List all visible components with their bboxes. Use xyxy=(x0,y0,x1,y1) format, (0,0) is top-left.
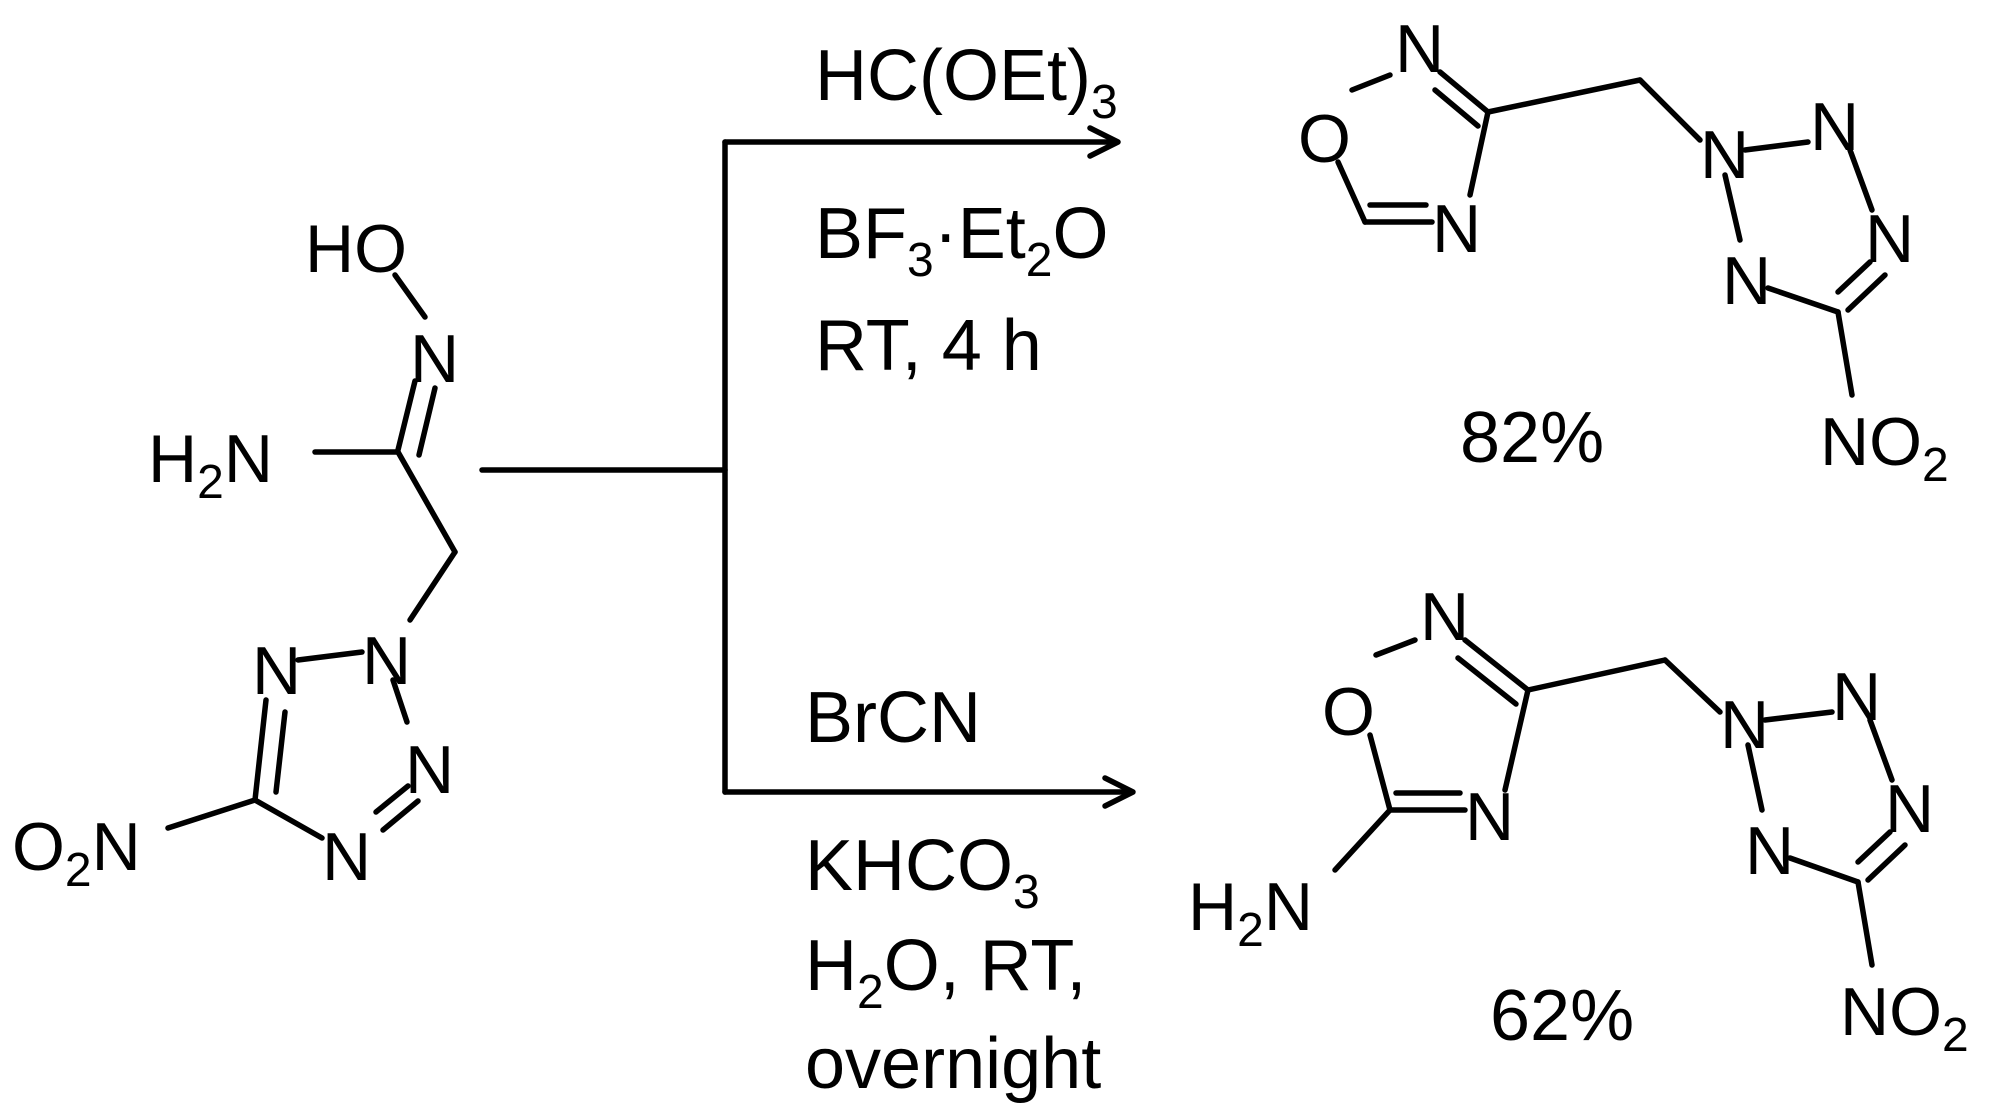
product-bottom-aminooxadiazole: O N N H2N N N N N NO2 62% xyxy=(1188,579,1969,1062)
bond-o-n2 xyxy=(1349,72,1393,93)
bond-tz-c-n4 xyxy=(1787,855,1861,885)
bond-c5-o xyxy=(1367,732,1393,813)
bond-ch2-tz xyxy=(1637,77,1703,143)
atom-ho: HO xyxy=(305,211,407,287)
arrowhead-bottom xyxy=(1102,775,1136,809)
atom-ox-o: O xyxy=(1298,101,1351,177)
atom-tz-n3: N xyxy=(1865,201,1914,277)
yield-bottom: 62% xyxy=(1490,976,1634,1056)
bond-tz-c-n4 xyxy=(1765,285,1841,315)
conditions-bottom-line2: overnight xyxy=(805,1024,1101,1104)
bond-tz-n2-n3 xyxy=(1847,147,1875,213)
reagent-khco3: KHCO3 xyxy=(805,826,1040,919)
reagent-triethyl-orthoformate: HC(OEt)3 xyxy=(815,36,1118,129)
bond-n2-c3 xyxy=(1437,69,1491,115)
bond-c5-nh2 xyxy=(1332,807,1393,873)
bond-tz-n1-n2 xyxy=(295,649,365,663)
bond-c3-n4 xyxy=(1502,687,1531,793)
bond-tz-n3-c-inner xyxy=(1855,829,1893,865)
bond-ch2-n2 xyxy=(407,549,458,623)
bond-c-no2 xyxy=(165,797,258,831)
atom-ox-n2: N xyxy=(1420,579,1469,655)
reagents-top: HC(OEt)3 BF3·Et2O RT, 4 h xyxy=(815,36,1118,386)
bond-c-ch2 xyxy=(395,449,458,555)
atom-tz-n1: N xyxy=(1720,687,1769,763)
reagents-bottom: BrCN KHCO3 H2O, RT, overnight xyxy=(805,678,1101,1104)
branching-arrows xyxy=(479,125,1136,809)
bond-tz-n4-n1 xyxy=(1745,742,1765,813)
bond-n2-c3-inner xyxy=(1455,655,1519,707)
atom-tz-n4: N xyxy=(322,819,371,895)
bond-tz-n3-c-inner xyxy=(1835,259,1873,295)
bond-tz-n2-n3 xyxy=(390,677,410,725)
atom-tz-n1: N xyxy=(252,633,301,709)
bond-tz-n1-n2 xyxy=(1762,709,1835,723)
bond-c-no2 xyxy=(1835,309,1855,398)
atom-no2: NO2 xyxy=(1840,974,1969,1062)
atom-tz-n2: N xyxy=(1832,659,1881,735)
atom-nh2: H2N xyxy=(1188,869,1313,957)
bond-tz-n3-n4-inner xyxy=(373,783,411,815)
bond-tz-n2-n3 xyxy=(1867,717,1895,783)
bond-n2-c3-inner xyxy=(1432,87,1481,129)
bond-tz-n4-n1 xyxy=(1722,172,1743,243)
bond-c3-ch2 xyxy=(1485,77,1643,115)
conditions-bottom-line1: H2O, RT, xyxy=(805,926,1086,1019)
arrowhead-top xyxy=(1087,125,1121,159)
atom-n-oxime: N xyxy=(410,321,459,397)
atom-tz-n3: N xyxy=(405,732,454,808)
atom-tz-n2: N xyxy=(1810,89,1859,165)
bond-tz-n3-c xyxy=(1845,272,1888,313)
bond-tz-c-n1 xyxy=(252,697,269,803)
starting-material-amidoxime: HO N H2N N N N N O2N xyxy=(12,211,459,897)
bond-c3-n4 xyxy=(1467,109,1491,198)
atom-tz-n1: N xyxy=(1700,117,1749,193)
bond-c5-o xyxy=(1335,159,1368,225)
bond-tz-n3-c xyxy=(1865,842,1908,883)
atom-tz-n4: N xyxy=(1745,813,1794,889)
atom-no2: NO2 xyxy=(1820,404,1949,492)
bond-c-no2 xyxy=(1855,879,1875,968)
atom-tz-n3: N xyxy=(1885,771,1934,847)
atom-ox-n4: N xyxy=(1432,191,1481,267)
atom-ox-n4: N xyxy=(1465,779,1514,855)
bond-c3-ch2 xyxy=(1525,657,1668,693)
bond-tz-n4-c xyxy=(252,797,325,841)
conditions-top: RT, 4 h xyxy=(815,306,1042,386)
product-top-oxadiazole: O N N N N N N NO2 82% xyxy=(1298,11,1949,492)
bond-tz-c-n1-inner xyxy=(273,709,288,795)
atom-no2: O2N xyxy=(12,809,141,897)
bond-n2-c3 xyxy=(1462,637,1531,693)
atom-tz-n4: N xyxy=(1722,243,1771,319)
bond-o-n xyxy=(392,272,428,320)
bond-c-n-double-a xyxy=(395,378,418,453)
atom-ox-o: O xyxy=(1322,674,1375,750)
bond-c-n-double-b xyxy=(416,385,438,458)
atom-tz-n2: N xyxy=(362,623,411,699)
reagent-cyanogen-bromide: BrCN xyxy=(805,678,981,758)
atom-nh2: H2N xyxy=(148,421,273,509)
atom-ox-n2: N xyxy=(1395,11,1444,87)
bond-tz-n1-n2 xyxy=(1742,139,1811,153)
yield-top: 82% xyxy=(1460,398,1604,478)
bond-ch2-tz xyxy=(1662,657,1723,715)
bond-o-n2 xyxy=(1373,637,1418,658)
bond-tz-n3-n4 xyxy=(380,798,421,833)
reagent-bf3-etherate: BF3·Et2O xyxy=(815,194,1108,287)
